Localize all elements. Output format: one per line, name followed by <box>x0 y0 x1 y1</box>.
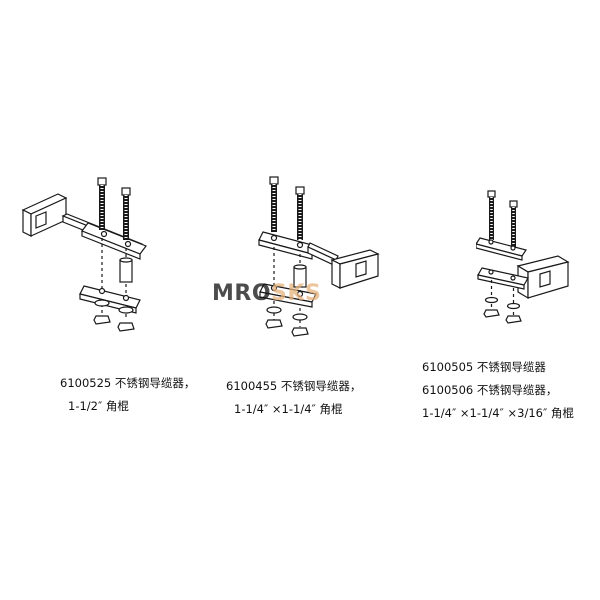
caption-line: 1-1/4″ ×1-1/4″ ×3/16″ 角棍 <box>422 406 574 420</box>
watermark-logo: MROSKS <box>212 281 322 306</box>
product-figure-6100505-6100506 <box>476 188 576 338</box>
caption-item-2: 6100455 不锈钢导缆器， 1-1/4″ ×1-1/4″ 角棍 <box>226 375 361 421</box>
caption-line: 1-1/2″ 角棍 <box>68 399 129 413</box>
caption-line: 6100506 不锈钢导缆器， <box>422 383 558 397</box>
caption-item-1: 6100525 不锈钢导缆器， 1-1/2″ 角棍 <box>60 372 195 418</box>
caption-line: 6100505 不锈钢导缆器 <box>422 360 546 374</box>
product-figure-6100455 <box>258 172 388 347</box>
product-figure-6100525 <box>18 168 168 338</box>
caption-line: 6100455 不锈钢导缆器， <box>226 379 362 393</box>
caption-line: 6100525 不锈钢导缆器， <box>60 376 196 390</box>
caption-item-3: 6100505 不锈钢导缆器 6100506 不锈钢导缆器， 1-1/4″ ×1… <box>422 356 574 425</box>
caption-line: 1-1/4″ ×1-1/4″ 角棍 <box>234 402 343 416</box>
